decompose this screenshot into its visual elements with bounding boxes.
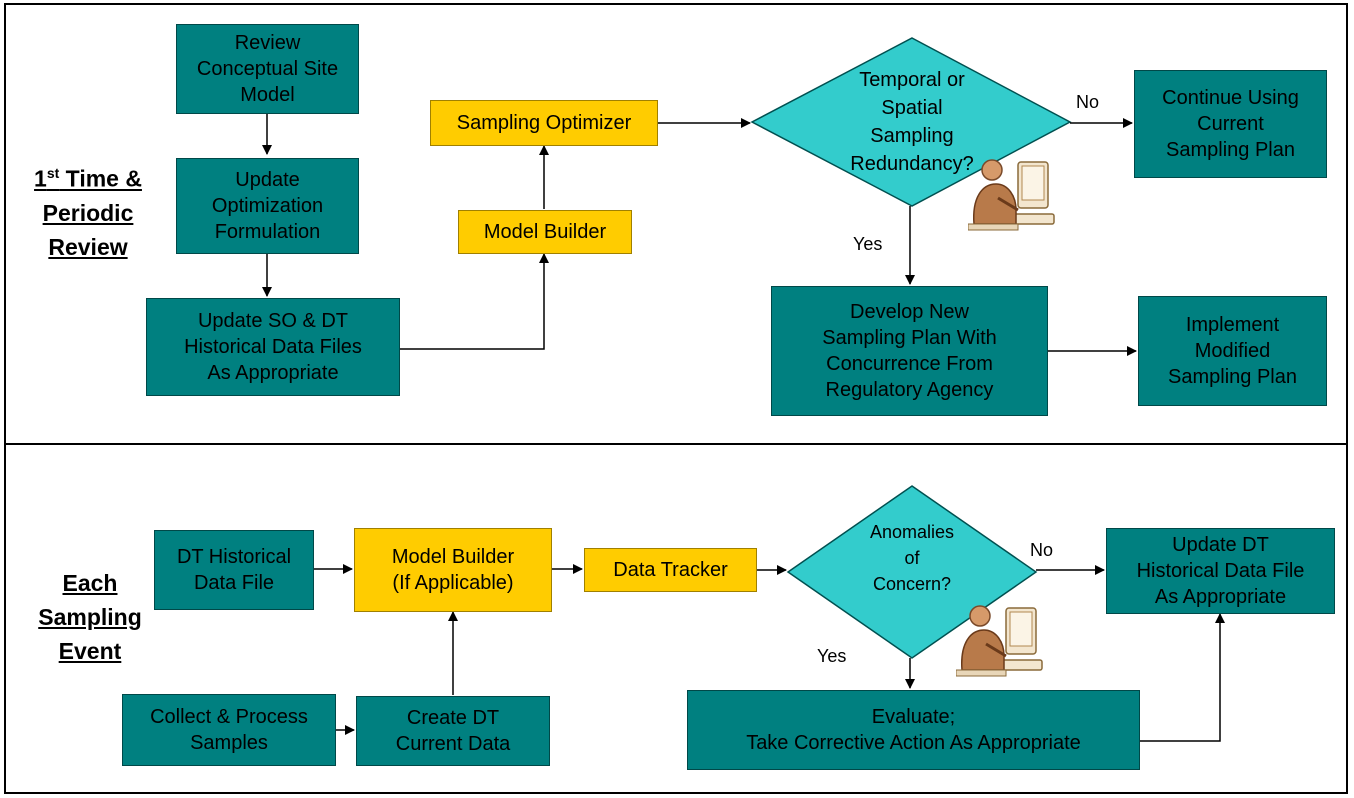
section-label-periodic-review: 1st Time & Periodic Review (14, 156, 162, 264)
redundancy-decision-label: Temporal or Spatial Sampling Redundancy? (850, 69, 974, 175)
review-csm-box: Review Conceptual Site Model (176, 24, 359, 114)
dt-historical-box: DT Historical Data File (154, 530, 314, 610)
section-divider (4, 443, 1348, 445)
update-so-dt-box: Update SO & DT Historical Data Files As … (146, 298, 400, 396)
edge-evaluate-to-update-dt (1140, 613, 1225, 742)
edge-label-no-top: No (1076, 92, 1100, 112)
edge-label-no-bottom: No (1030, 540, 1054, 560)
update-dt-hist-box: Update DT Historical Data File As Approp… (1106, 528, 1335, 614)
section-label-superscript: st (46, 165, 60, 181)
section-label-line2: Sampling (38, 604, 142, 630)
section-label-line3: Event (58, 638, 122, 664)
person-at-computer-icon (956, 605, 1043, 677)
update-optimization-box: Update Optimization Formulation (176, 158, 359, 254)
person-at-computer-icon (968, 159, 1055, 231)
edge-label-yes-bottom: Yes (817, 646, 847, 666)
implement-plan-box: Implement Modified Sampling Plan (1138, 296, 1327, 406)
continue-plan-box: Continue Using Current Sampling Plan (1134, 70, 1327, 178)
section-label-line1: Time & (59, 165, 142, 192)
sampling-optimizer-box: Sampling Optimizer (430, 100, 658, 146)
section-label-sampling-event: Each Sampling Event (26, 566, 154, 668)
section-label-ordinal: 1 (34, 165, 47, 192)
evaluate-box: Evaluate; Take Corrective Action As Appr… (687, 690, 1140, 770)
anomalies-decision-label: Anomalies of Concern? (869, 522, 955, 594)
model-builder-bottom-box: Model Builder (If Applicable) (354, 528, 552, 612)
data-tracker-box: Data Tracker (584, 548, 757, 592)
edge-update-so-dt-to-model-builder (400, 253, 549, 350)
develop-plan-box: Develop New Sampling Plan With Concurren… (771, 286, 1048, 416)
section-label-line2: Periodic (42, 199, 134, 226)
section-label-line1: Each (62, 570, 118, 596)
model-builder-top-box: Model Builder (458, 210, 632, 254)
create-dt-current-box: Create DT Current Data (356, 696, 550, 766)
collect-samples-box: Collect & Process Samples (122, 694, 336, 766)
edge-label-yes-top: Yes (853, 234, 883, 254)
diagram-frame (4, 3, 1348, 794)
section-label-line3: Review (48, 233, 128, 260)
